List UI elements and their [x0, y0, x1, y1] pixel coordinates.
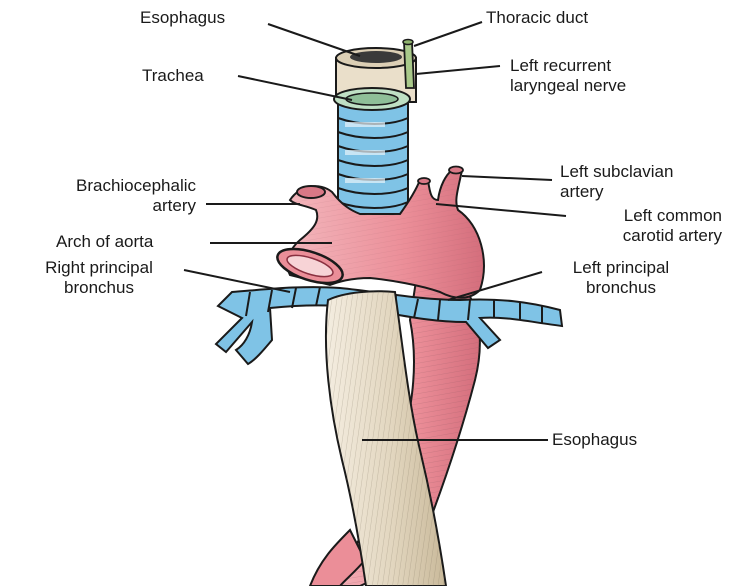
label-left-recurrent-laryngeal-nerve: Left recurrent laryngeal nerve [510, 56, 626, 96]
leader-right-principal [184, 270, 290, 292]
label-right-principal-bronchus: Right principal bronchus [14, 258, 184, 298]
label-left-principal-bronchus: Left principal bronchus [540, 258, 702, 298]
label-arch-of-aorta: Arch of aorta [56, 232, 153, 252]
label-left-recurrent-line2: laryngeal nerve [510, 76, 626, 96]
label-esophagus-top: Esophagus [140, 8, 225, 28]
trachea [338, 96, 408, 214]
leader-thoracic-duct [414, 22, 482, 46]
label-left-subclavian-artery: Left subclavian artery [560, 162, 673, 202]
leader-trachea [238, 76, 352, 100]
label-left-principal-line2: bronchus [540, 278, 702, 298]
label-left-subclavian-line2: artery [560, 182, 673, 202]
label-right-principal-line2: bronchus [14, 278, 184, 298]
label-brachiocephalic-line2: artery [24, 196, 196, 216]
label-left-common-carotid-artery: Left common carotid artery [566, 206, 722, 246]
label-brachiocephalic-line1: Brachiocephalic [24, 176, 196, 196]
label-brachiocephalic-artery: Brachiocephalic artery [24, 176, 196, 216]
label-left-principal-line1: Left principal [540, 258, 702, 278]
label-left-subclavian-line1: Left subclavian [560, 162, 673, 182]
label-left-common-carotid-line2: carotid artery [566, 226, 722, 246]
leader-left-subclavian [462, 176, 552, 180]
leader-esophagus-top [268, 24, 360, 56]
label-right-principal-line1: Right principal [14, 258, 184, 278]
leader-left-recurrent [416, 66, 500, 74]
label-trachea: Trachea [142, 66, 204, 86]
label-left-recurrent-line1: Left recurrent [510, 56, 626, 76]
label-thoracic-duct: Thoracic duct [486, 8, 588, 28]
label-left-common-carotid-line1: Left common [566, 206, 722, 226]
esophagus-upper [334, 48, 416, 110]
label-esophagus-bottom: Esophagus [552, 430, 637, 450]
